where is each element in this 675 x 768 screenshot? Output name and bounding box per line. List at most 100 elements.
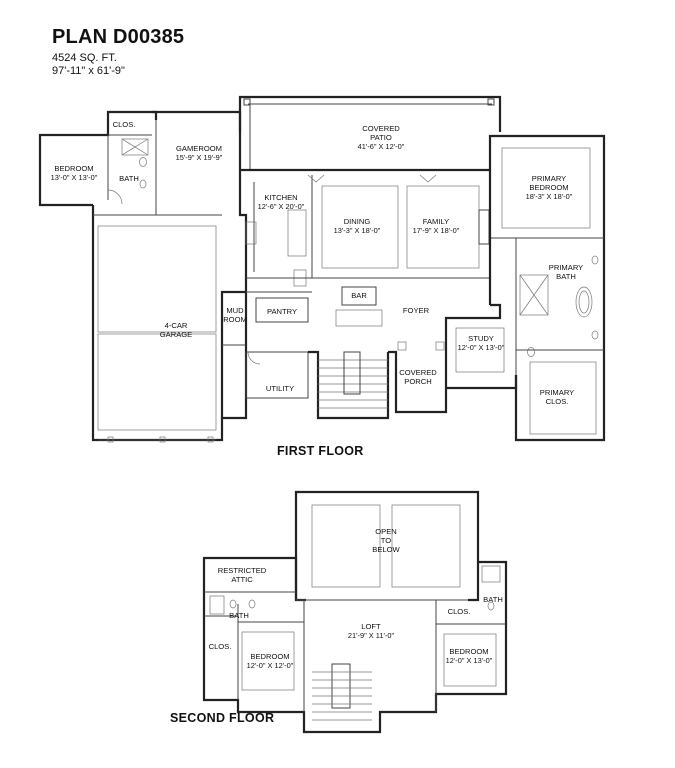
label-mud-room-2: ROOM <box>223 315 247 324</box>
label-closet: CLOS. <box>113 120 136 129</box>
garage-bay <box>97 333 217 431</box>
first-floor-plan <box>38 95 606 443</box>
label-covered-patio-1: COVERED <box>362 124 400 133</box>
second-floor-room-labels: OPEN TO BELOW RESTRICTED ATTIC BATH BATH… <box>209 527 503 670</box>
door-swing <box>247 351 261 365</box>
bedroom-right-area <box>443 633 497 687</box>
second-floor-plan <box>202 490 508 734</box>
toilet <box>527 347 535 357</box>
label-family-dim: 17'-9" X 18'-0" <box>413 226 460 235</box>
label-bedroom-right: BEDROOM <box>449 647 488 656</box>
label-loft: LOFT <box>361 622 381 631</box>
sink <box>591 255 599 265</box>
stair-hall-wall <box>308 350 390 420</box>
label-kitchen: KITCHEN <box>264 193 297 202</box>
range <box>245 221 257 245</box>
label-bedroom: BEDROOM <box>54 164 93 173</box>
label-covered-patio-dim: 41'-6" X 12'-0" <box>358 142 405 151</box>
label-family: FAMILY <box>423 217 449 226</box>
sink <box>591 330 599 340</box>
patio-door <box>307 174 325 183</box>
study-wall <box>444 303 502 388</box>
label-primary-clos-1: PRIMARY <box>540 388 574 397</box>
second-floor-left-outline <box>202 556 508 734</box>
label-primary-bath-1: PRIMARY <box>549 263 583 272</box>
first-floor-label: FIRST FLOOR <box>277 444 364 458</box>
label-bedroom-dim: 13'-0" X 13'-0" <box>51 173 98 182</box>
bedroom-wing-wall <box>38 110 158 207</box>
open-to-below-right <box>391 504 461 588</box>
overall-dimensions: 97'-11" x 61'-9" <box>52 65 125 77</box>
label-restricted-2: ATTIC <box>231 575 253 584</box>
label-study: STUDY <box>468 334 494 343</box>
patio-door <box>419 174 437 183</box>
bathtub <box>575 286 593 318</box>
second-floor-stairs <box>312 663 372 721</box>
label-garage-1: 4-CAR <box>165 321 188 330</box>
label-primary-bedroom-2: BEDROOM <box>529 183 568 192</box>
label-gameroom: GAMEROOM <box>176 144 222 153</box>
dining-area <box>321 185 399 269</box>
label-closet-right: CLOS. <box>448 607 471 616</box>
door-swing <box>107 189 123 205</box>
first-floor-room-labels: CLOS. BEDROOM 13'-0" X 13'-0" BATH GAMER… <box>51 120 584 406</box>
patio-post <box>243 98 251 106</box>
label-bedroom-right-dim: 12'-0" X 13'-0" <box>446 656 493 665</box>
second-floor-label: SECOND FLOOR <box>170 711 275 725</box>
label-restricted-1: RESTRICTED <box>218 566 267 575</box>
label-primary-bath-2: BATH <box>556 272 576 281</box>
mud-room-wall <box>220 290 246 418</box>
kitchen-island <box>287 209 307 257</box>
plan-title: PLAN D00385 <box>52 26 185 48</box>
label-covered-porch-2: PORCH <box>404 377 431 386</box>
patio-post <box>487 98 495 106</box>
label-open-2: TO <box>381 536 392 545</box>
primary-shower <box>519 274 549 316</box>
label-covered-patio-2: PATIO <box>370 133 392 142</box>
label-bath-left: BATH <box>229 611 249 620</box>
label-dining-dim: 13'-3" X 18'-0" <box>334 226 381 235</box>
primary-bedroom-area <box>501 147 591 229</box>
toilet <box>487 601 495 611</box>
label-open-1: OPEN <box>375 527 397 536</box>
label-bath-right: BATH <box>483 595 503 604</box>
square-footage: 4524 SQ. FT. <box>52 52 117 64</box>
label-primary-bedroom-dim: 18'-3" X 18'-0" <box>526 192 573 201</box>
sink <box>139 179 147 189</box>
sink <box>248 599 256 609</box>
toilet <box>229 599 237 609</box>
label-bath: BATH <box>119 174 139 183</box>
label-mud-room-1: MUD <box>226 306 244 315</box>
study-area <box>455 327 505 373</box>
label-foyer: FOYER <box>403 306 430 315</box>
bar-counter <box>341 286 377 306</box>
label-study-dim: 12'-0" X 13'-0" <box>458 343 505 352</box>
label-bar: BAR <box>351 291 367 300</box>
label-covered-porch-1: COVERED <box>399 368 437 377</box>
label-primary-bedroom-1: PRIMARY <box>532 174 566 183</box>
label-bedroom-left: BEDROOM <box>250 652 289 661</box>
label-loft-dim: 21'-9" X 11'-0" <box>348 631 395 640</box>
label-pantry: PANTRY <box>267 307 297 316</box>
bar-cabinet <box>335 309 383 327</box>
label-primary-clos-2: CLOS. <box>546 397 569 406</box>
label-kitchen-dim: 12'-6" X 20'-0" <box>258 202 305 211</box>
fireplace <box>478 209 490 245</box>
label-closet-left: CLOS. <box>209 642 232 651</box>
study-front-wall <box>446 375 518 390</box>
tub <box>481 565 501 583</box>
shower <box>121 138 149 156</box>
tub <box>209 595 225 615</box>
toilet <box>139 157 147 167</box>
label-dining: DINING <box>344 217 371 226</box>
utility-walls <box>245 351 309 399</box>
garage-bay <box>97 225 217 333</box>
open-to-below-left <box>311 504 381 588</box>
primary-closet-area <box>529 361 597 435</box>
primary-suite-outline <box>488 134 606 442</box>
label-bedroom-left-dim: 12'-0" X 12'-0" <box>247 661 294 670</box>
pantry-walls <box>255 297 309 323</box>
label-utility: UTILITY <box>266 384 294 393</box>
front-porch-wall <box>388 350 448 414</box>
